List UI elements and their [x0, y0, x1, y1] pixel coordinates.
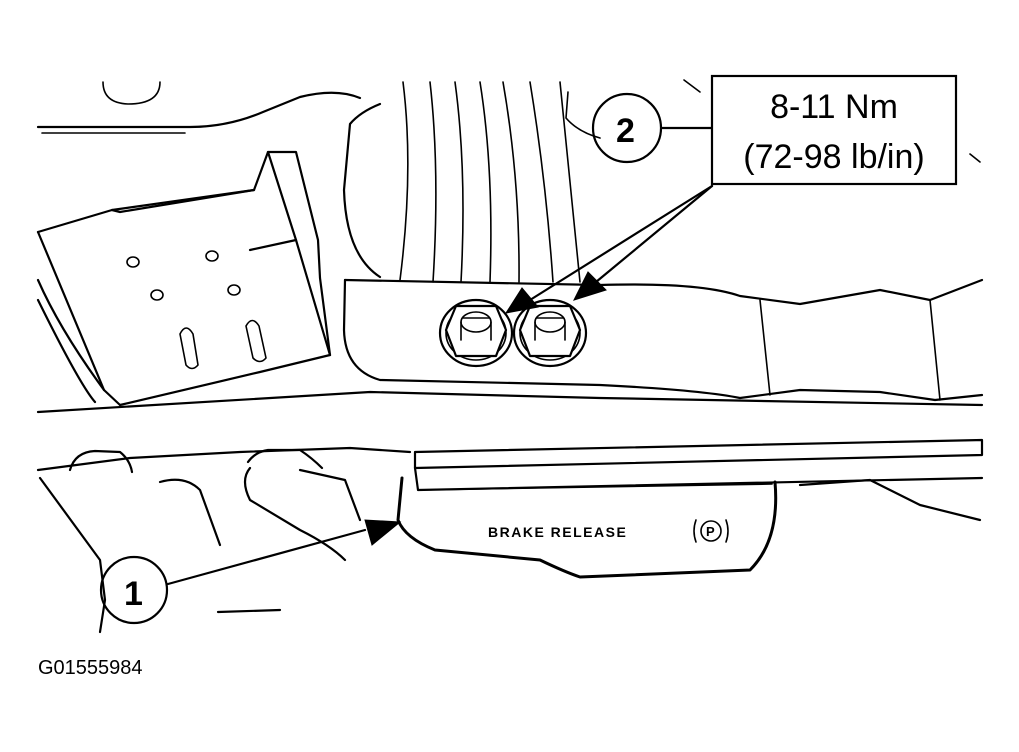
torque-imperial: (72-98 lb/in): [743, 138, 924, 176]
callout-1-arrowhead: [364, 519, 402, 546]
left-mounting-bracket: [36, 150, 332, 407]
bolt-right: [512, 298, 588, 368]
brake-release-label: BRAKE RELEASE: [488, 524, 627, 540]
torque-leader-arrows: [504, 184, 714, 314]
cross-member: [36, 278, 984, 634]
figure-id: G01555984: [38, 657, 143, 679]
callout-2: 2: [591, 92, 714, 164]
right-bolt-arrowhead: [573, 271, 607, 301]
callout-2-circle: [591, 92, 663, 164]
callout-1-circle: [99, 555, 169, 625]
torque-box-frame: [710, 74, 958, 186]
torque-spec-box: 8-11 Nm (72-98 lb/in): [710, 74, 958, 186]
brake-release-handle: BRAKE RELEASE P: [396, 476, 778, 579]
left-bolt-arrowhead: [504, 287, 539, 314]
park-symbol: P: [706, 524, 716, 539]
release-rail: [413, 438, 984, 522]
callout-2-number: 2: [616, 112, 635, 150]
park-symbol-circle: [700, 520, 722, 542]
torque-metric: 8-11 Nm: [770, 88, 898, 126]
callout-1: 1: [99, 519, 402, 625]
callout-1-number: 1: [124, 575, 143, 613]
bolt-left: [438, 298, 514, 368]
upper-panel-lines: [36, 79, 981, 283]
